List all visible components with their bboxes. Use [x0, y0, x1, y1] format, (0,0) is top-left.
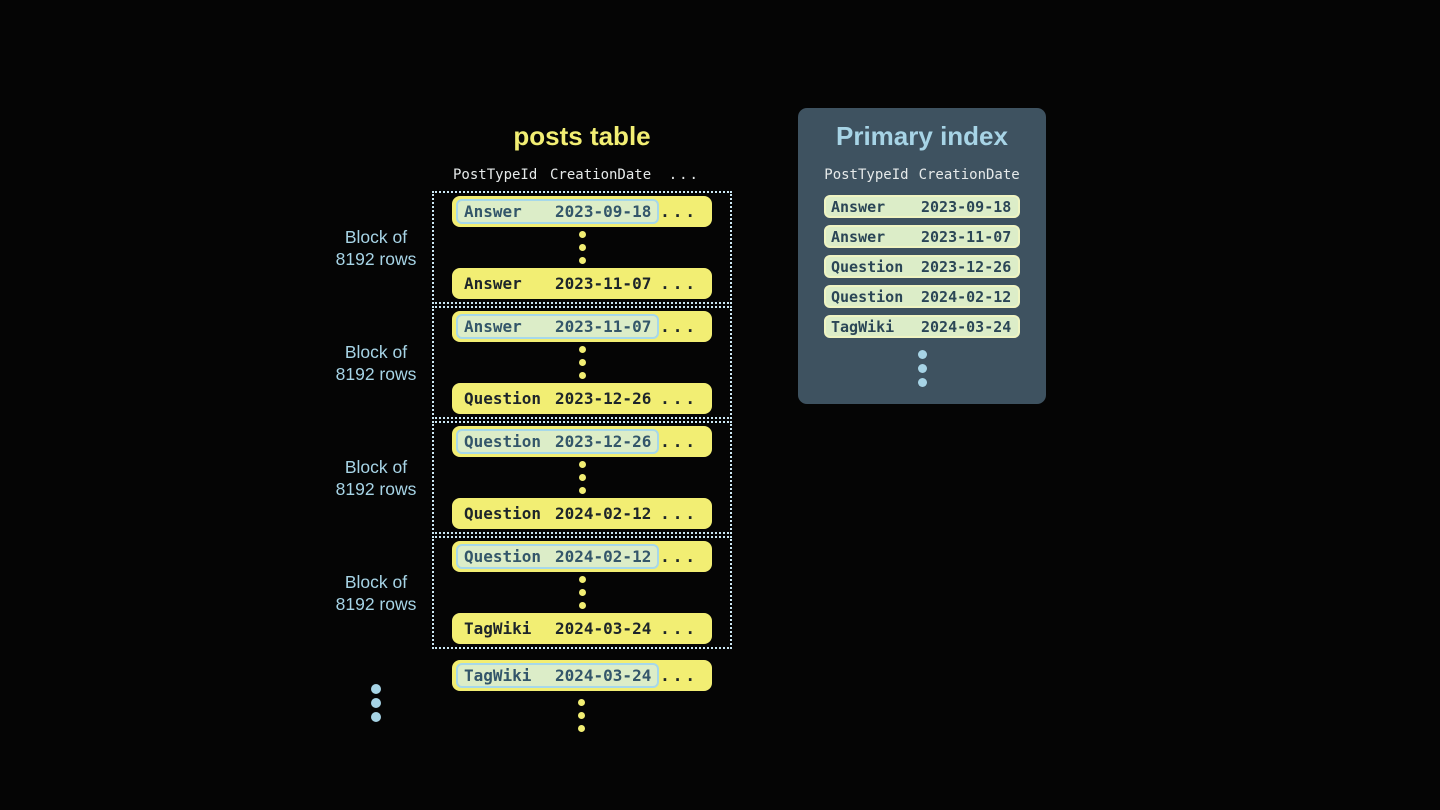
cell-creation-date: 2024-02-12: [555, 504, 652, 523]
cell-creation-date: 2023-11-07: [555, 274, 652, 293]
block-label-line2: 8192 rows: [335, 363, 417, 384]
cell-post-type: Answer: [831, 227, 886, 246]
cell-creation-date: 2023-12-26: [555, 432, 652, 451]
cell-post-type: Question: [464, 389, 542, 408]
block-label: Block of 8192 rows: [291, 536, 461, 649]
cell-post-type: Answer: [464, 202, 522, 221]
cell-post-type: Question: [831, 257, 904, 276]
cell-post-type: Question: [464, 504, 542, 523]
block-label: Block of 8192 rows: [291, 191, 461, 304]
table-row: Question 2024-02-12 ...: [452, 541, 712, 572]
cell-creation-date: 2024-02-12: [555, 547, 652, 566]
row-highlight-box: Answer 2023-09-18: [456, 199, 660, 224]
column-header-posttypeid: PostTypeId: [824, 167, 909, 183]
vertical-ellipsis-dots-blue: [371, 684, 381, 722]
row-ellipsis: ...: [660, 274, 698, 293]
row-ellipsis: ...: [660, 317, 698, 336]
cell-post-type: Answer: [464, 317, 522, 336]
cell-post-type: Question: [464, 432, 542, 451]
row-block-1: Answer 2023-09-18 ... Answer 2023-11-07 …: [432, 191, 732, 304]
cell-post-type: TagWiki: [464, 666, 532, 685]
row-ellipsis: ...: [660, 504, 698, 523]
cell-creation-date: 2023-12-26: [921, 257, 1012, 276]
column-header-creationdate: CreationDate: [550, 167, 652, 183]
column-header-creationdate: CreationDate: [918, 167, 1020, 183]
cell-creation-date: 2023-09-18: [921, 197, 1012, 216]
table-row: Answer 2023-11-07 ...: [452, 311, 712, 342]
vertical-ellipsis-dots: [578, 576, 586, 609]
primary-index-rows: Answer 2023-09-18 Answer 2023-11-07 Ques…: [798, 195, 1046, 338]
row-ellipsis: ...: [660, 432, 698, 451]
block-label-line2: 8192 rows: [335, 593, 417, 614]
row-ellipsis: ...: [660, 547, 698, 566]
row-highlight-box: Answer 2023-11-07: [456, 314, 660, 339]
table-row: Question 2023-12-26 ...: [452, 383, 712, 414]
cell-post-type: Answer: [464, 274, 522, 293]
vertical-ellipsis-dots: [578, 346, 586, 379]
row-highlight-box: TagWiki 2024-03-24: [456, 663, 660, 688]
column-header-posttypeid: PostTypeId: [453, 167, 538, 183]
table-row-overflow: TagWiki 2024-03-24 ...: [452, 660, 712, 691]
block-label-line1: Block of: [344, 341, 408, 362]
vertical-ellipsis-dots-blue: [798, 350, 1046, 387]
vertical-ellipsis-dots: [578, 699, 585, 732]
cell-creation-date: 2023-11-07: [921, 227, 1012, 246]
cell-creation-date: 2023-11-07: [555, 317, 652, 336]
table-row: Answer 2023-11-07 ...: [452, 268, 712, 299]
cell-creation-date: 2024-03-24: [555, 666, 652, 685]
row-block-3: Question 2023-12-26 ... Question 2024-02…: [432, 421, 732, 534]
cell-post-type: TagWiki: [464, 619, 532, 638]
block-label: Block of 8192 rows: [291, 306, 461, 419]
cell-creation-date: 2024-02-12: [921, 287, 1012, 306]
cell-post-type: Answer: [831, 197, 886, 216]
cell-post-type: TagWiki: [831, 317, 895, 336]
index-row: Question 2024-02-12: [824, 285, 1020, 308]
row-ellipsis: ...: [660, 619, 698, 638]
posts-table-column-headers: PostTypeId CreationDate ...: [432, 165, 732, 185]
cell-creation-date: 2024-03-24: [921, 317, 1012, 336]
table-row: Question 2024-02-12 ...: [452, 498, 712, 529]
primary-index-panel: Primary index PostTypeId CreationDate An…: [798, 108, 1046, 404]
cell-creation-date: 2024-03-24: [555, 619, 652, 638]
block-label-line2: 8192 rows: [335, 248, 417, 269]
vertical-ellipsis-dots: [578, 461, 586, 494]
index-row: TagWiki 2024-03-24: [824, 315, 1020, 338]
index-row: Answer 2023-11-07: [824, 225, 1020, 248]
row-block-4: Question 2024-02-12 ... TagWiki 2024-03-…: [432, 536, 732, 649]
block-label-line1: Block of: [344, 456, 408, 477]
row-highlight-box: Question 2023-12-26: [456, 429, 660, 454]
index-row: Answer 2023-09-18: [824, 195, 1020, 218]
table-row: Question 2023-12-26 ...: [452, 426, 712, 457]
table-row: Answer 2023-09-18 ...: [452, 196, 712, 227]
cell-post-type: Question: [831, 287, 904, 306]
block-label: Block of 8192 rows: [291, 421, 461, 534]
block-label-line2: 8192 rows: [335, 478, 417, 499]
row-ellipsis: ...: [660, 389, 698, 408]
posts-table-blocks: Answer 2023-09-18 ... Answer 2023-11-07 …: [432, 191, 732, 651]
vertical-ellipsis-dots: [578, 231, 586, 264]
cell-post-type: Question: [464, 547, 542, 566]
cell-creation-date: 2023-12-26: [555, 389, 652, 408]
row-ellipsis: ...: [660, 666, 698, 685]
primary-index-title: Primary index: [836, 121, 1008, 151]
cell-creation-date: 2023-09-18: [555, 202, 652, 221]
row-ellipsis: ...: [660, 202, 698, 221]
block-label-line1: Block of: [344, 226, 408, 247]
column-header-ellipsis: ...: [668, 167, 700, 183]
table-row: TagWiki 2024-03-24 ...: [452, 613, 712, 644]
block-label-line1: Block of: [344, 571, 408, 592]
posts-table-title: posts table: [513, 121, 651, 151]
primary-index-column-headers: PostTypeId CreationDate: [798, 167, 1046, 183]
row-block-2: Answer 2023-11-07 ... Question 2023-12-2…: [432, 306, 732, 419]
index-row: Question 2023-12-26: [824, 255, 1020, 278]
row-highlight-box: Question 2024-02-12: [456, 544, 660, 569]
